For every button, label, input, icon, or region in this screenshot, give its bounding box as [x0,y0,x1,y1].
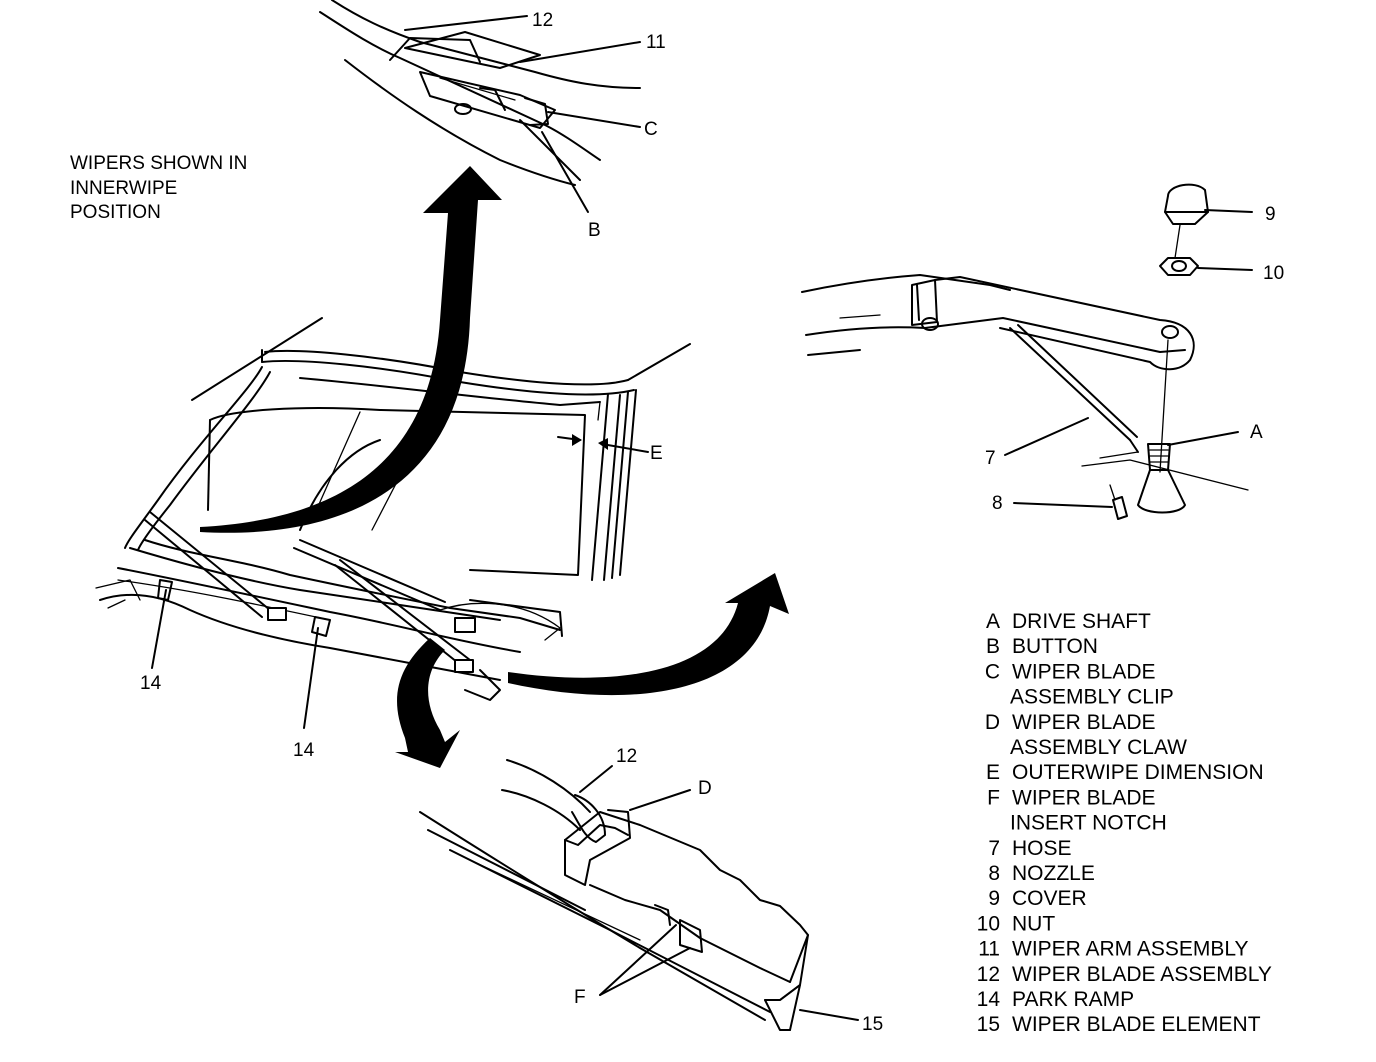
legend-key: D [985,711,1000,734]
bottom-leaders [579,765,859,1021]
legend-key: 11 [978,938,1000,961]
legend-text: ASSEMBLY CLAW [1010,736,1187,759]
legend-key: C [985,660,1000,683]
callout-right-10: 10 [1263,263,1284,284]
top-leaders [404,15,641,213]
legend-key: 15 [977,1013,1000,1036]
legend-key: F [987,786,1000,809]
note-line-2: INNERWIPE [70,178,177,199]
legend-text: ASSEMBLY CLIP [1010,686,1174,709]
legend-text: COVER [1012,887,1087,910]
legend-key: 8 [988,862,1000,885]
note-line-3: POSITION [70,202,161,223]
park-ramp-leaders [151,589,319,729]
legend-key: 7 [988,837,1000,860]
legend-key: 14 [977,988,1001,1011]
right-detail-arm [801,183,1249,520]
top-detail-clip [319,0,641,186]
note-line-1: WIPERS SHOWN IN [70,153,247,174]
callout-right-a: A [1250,422,1263,443]
callout-left-14a: 14 [140,673,162,694]
legend-text: WIPER BLADE [1012,786,1156,809]
arrow-to-top-detail [200,166,502,533]
legend-text: NOZZLE [1012,862,1095,885]
legend-text: WIPER BLADE ELEMENT [1012,1013,1261,1036]
legend-text: WIPER BLADE [1012,660,1156,683]
bottom-detail-claw [419,759,809,1031]
legend-key: 10 [977,912,1000,935]
legend-text: DRIVE SHAFT [1012,610,1151,633]
legend-text: WIPER BLADE ASSEMBLY [1012,963,1272,986]
callout-bottom-d: D [698,778,712,799]
callout-bottom-15: 15 [862,1014,883,1035]
legend-text: WIPER BLADE [1012,711,1156,734]
outerwipe-dimension-marker [557,434,649,453]
callout-bottom-12: 12 [616,746,637,767]
callout-right-9: 9 [1265,204,1276,225]
legend-text: NUT [1012,912,1055,935]
legend-key: B [986,635,1000,658]
callout-top-11: 11 [646,32,666,53]
callout-bottom-f: F [574,987,586,1008]
legend-key: 12 [977,963,1000,986]
legend-text: INSERT NOTCH [1010,812,1167,835]
legend-text: BUTTON [1012,635,1098,658]
arrow-to-right-detail [508,573,789,696]
legend-text: WIPER ARM ASSEMBLY [1012,938,1249,961]
windshield-assembly [95,317,691,701]
legend-key: A [986,610,1000,633]
callout-right-8: 8 [992,493,1003,514]
legend-text: OUTERWIPE DIMENSION [1012,761,1264,784]
callout-center-e: E [650,443,663,464]
callout-right-7: 7 [985,448,996,469]
position-note: WIPERS SHOWN IN INNERWIPE POSITION [70,153,247,223]
callout-left-14b: 14 [293,740,315,761]
callout-top-b: B [588,220,601,241]
legend-text: HOSE [1012,837,1072,860]
arrow-to-bottom-detail [395,638,460,768]
callouts: 12 11 C B 9 10 A 7 8 E 14 14 12 D F 15 [140,10,1284,1035]
callout-top-c: C [644,119,658,140]
callout-top-12: 12 [532,10,553,31]
legend-key: 9 [988,887,1000,910]
right-leaders [1004,209,1253,508]
legend-text: PARK RAMP [1012,988,1134,1011]
legend-key: E [986,761,1000,784]
